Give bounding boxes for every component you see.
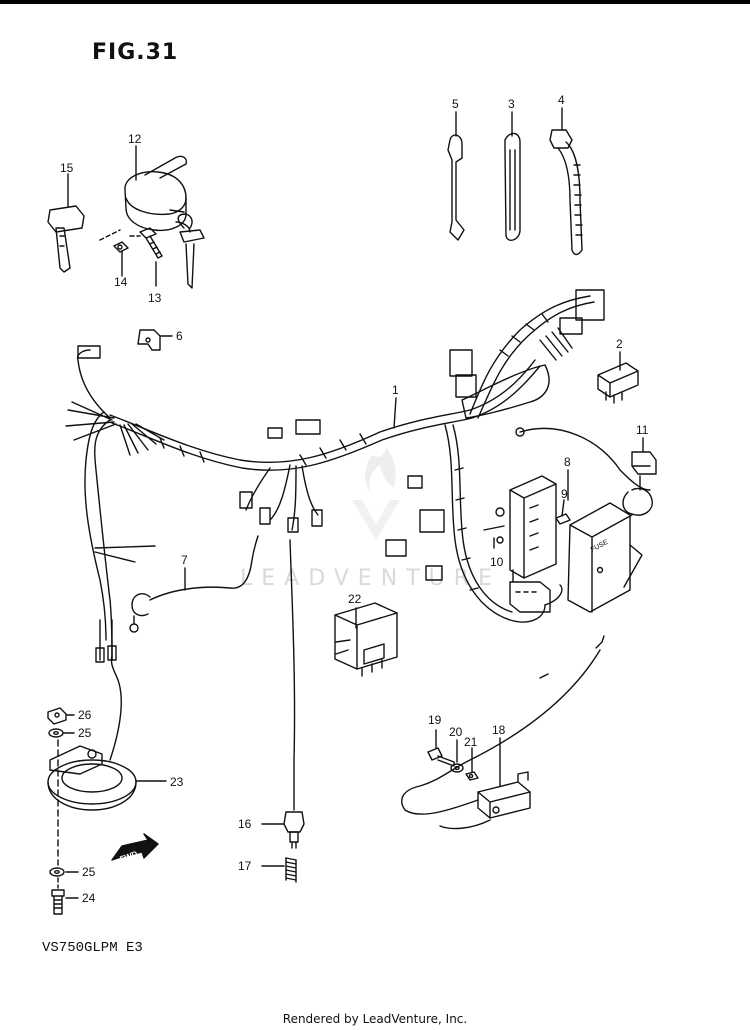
callout-20: 20: [449, 725, 463, 739]
callout-10: 10: [490, 555, 504, 569]
callout-4: 4: [558, 93, 565, 107]
callout-12: 12: [128, 132, 142, 146]
top-border: [0, 0, 750, 4]
clamp-5: [447, 134, 465, 241]
callout-25-lower: 25: [82, 865, 96, 879]
fuse-9: [555, 513, 571, 525]
spring-17: [285, 857, 297, 883]
ignition-switch-12: [124, 155, 205, 289]
fuse-box-10: [483, 475, 557, 613]
callout-15: 15: [60, 161, 74, 175]
callout-25-upper: 25: [78, 726, 92, 740]
leader-lines: [63, 107, 644, 899]
callout-23: 23: [170, 775, 184, 789]
callout-14: 14: [114, 275, 128, 289]
callout-2: 2: [616, 337, 623, 351]
callout-11: 11: [636, 423, 649, 437]
callout-3: 3: [508, 97, 515, 111]
callout-7: 7: [181, 553, 188, 567]
nut-26: [47, 707, 67, 725]
cable-tie-4: [549, 129, 583, 256]
callout-9: 9: [561, 487, 568, 501]
callout-21: 21: [464, 735, 478, 749]
callout-22: 22: [348, 592, 362, 606]
forward-arrow: [111, 833, 159, 861]
callout-16: 16: [238, 817, 252, 831]
starter-relay-11: [622, 451, 657, 516]
callout-1: 1: [392, 383, 399, 397]
callout-6: 6: [176, 329, 183, 343]
model-code: VS750GLPM E3: [42, 940, 143, 956]
callout-17: 17: [238, 859, 252, 873]
bolt-24: [51, 889, 65, 915]
screw-13: [139, 227, 163, 259]
callout-19: 19: [428, 713, 442, 727]
clamp-3: [504, 132, 521, 241]
bolt-19: [427, 747, 455, 767]
callout-24: 24: [82, 891, 96, 905]
footer-credit: Rendered by LeadVenture, Inc.: [282, 1012, 468, 1026]
key-15: [47, 205, 85, 273]
wiring-harness: [65, 289, 651, 661]
callout-26: 26: [78, 708, 92, 722]
callouts: 1 2 3 4 5 6 7 8 9 10 11 12 13 14 15 16 1…: [60, 93, 649, 905]
callout-13: 13: [148, 291, 162, 305]
sensor-18: [401, 635, 605, 830]
bracket-6: [137, 329, 161, 351]
washer-14: [113, 241, 129, 253]
washer-20: [450, 763, 464, 773]
lead-wire-7: [129, 535, 259, 633]
washer-25: [48, 728, 65, 877]
fuse-box-cover-8: [567, 502, 643, 613]
horn-23: [47, 619, 137, 811]
relay-2: [597, 362, 639, 404]
watermark-text: LEADVENTURE: [240, 566, 501, 591]
callout-8: 8: [564, 455, 571, 469]
callout-18: 18: [492, 723, 506, 737]
callout-5: 5: [452, 97, 459, 111]
watermark-logo: [352, 447, 400, 540]
nut-21: [465, 771, 479, 781]
relay-unit-22: [334, 602, 398, 677]
figure-title: FIG.31: [92, 40, 179, 65]
